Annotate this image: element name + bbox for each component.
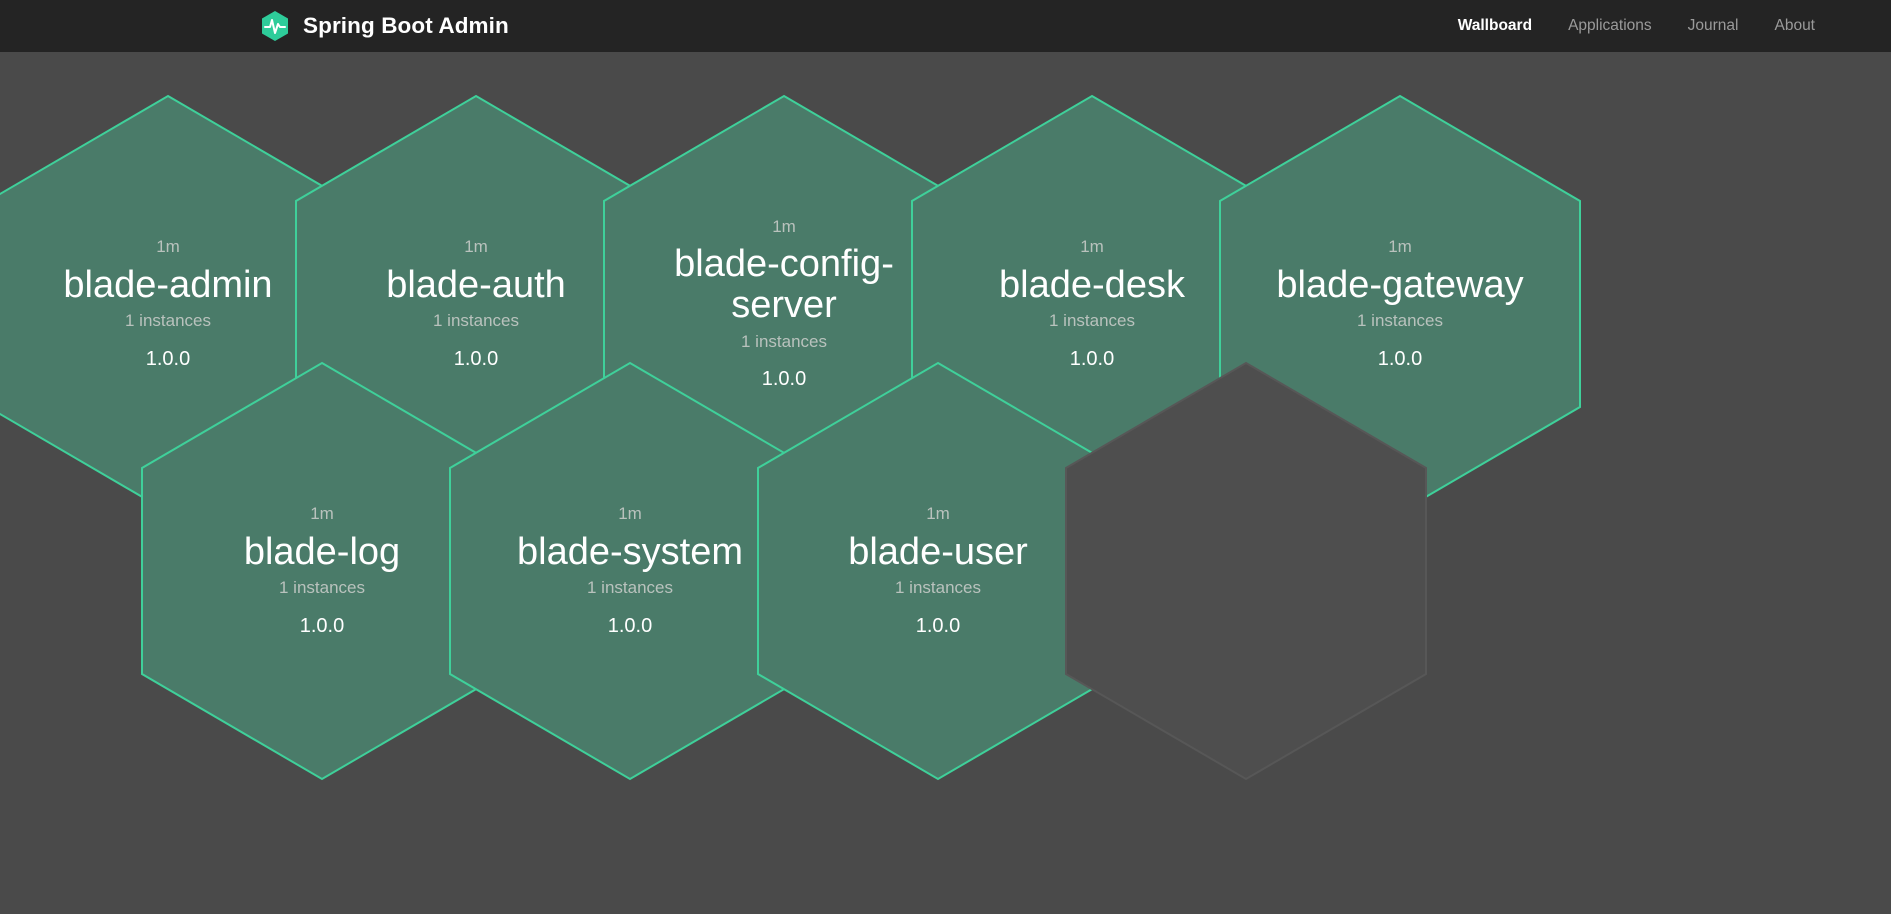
hexagon-grid: 1m blade-admin 1 instances 1.0.0 1m blade-aut… <box>0 52 1891 914</box>
heartbeat-hexagon-icon <box>258 9 292 43</box>
app-uptime: 1m <box>772 216 796 236</box>
app-uptime: 1m <box>1080 237 1104 257</box>
app-instance-count: 1 instances <box>279 578 365 598</box>
wallboard-panel: 1m blade-admin 1 instances 1.0.0 1m blade-aut… <box>0 52 1891 914</box>
app-instance-count: 1 instances <box>895 578 981 598</box>
app-title: Spring Boot Admin <box>303 13 509 38</box>
app-instance-count: 1 instances <box>1049 311 1135 331</box>
app-version: 1.0.0 <box>607 614 653 637</box>
hexagon-content: 1m blade-gateway 1 instances 1.0.0 <box>1216 93 1584 515</box>
hexagon-content: 1m blade-system 1 instances 1.0.0 <box>446 360 814 782</box>
app-uptime: 1m <box>1388 237 1412 257</box>
hexagon-content: 1m blade-auth 1 instances 1.0.0 <box>292 93 660 515</box>
app-uptime: 1m <box>618 504 642 524</box>
app-name: blade-desk <box>999 263 1185 306</box>
hexagon-placeholder <box>1062 360 1430 782</box>
nav-item-about[interactable]: About <box>1774 17 1815 34</box>
app-name: blade-log <box>243 530 401 573</box>
app-version: 1.0.0 <box>915 614 961 637</box>
app-version: 1.0.0 <box>453 347 499 370</box>
application-hexagon[interactable]: 1m blade-log 1 instances 1.0.0 <box>138 360 506 782</box>
brand-home-link[interactable]: Spring Boot Admin <box>258 9 509 43</box>
nav-item-journal[interactable]: Journal <box>1687 17 1739 34</box>
hexagon-shape <box>1065 361 1427 781</box>
app-name: blade-config-server <box>674 243 894 326</box>
nav-item-applications[interactable]: Applications <box>1568 17 1652 34</box>
app-version: 1.0.0 <box>1069 347 1115 370</box>
app-uptime: 1m <box>464 237 488 257</box>
hexagon-content: 1m blade-user 1 instances 1.0.0 <box>754 360 1122 782</box>
top-navbar: Spring Boot Admin Wallboard Applications… <box>0 0 1891 52</box>
app-version: 1.0.0 <box>761 368 807 391</box>
app-instance-count: 1 instances <box>125 311 211 331</box>
nav-item-wallboard[interactable]: Wallboard <box>1457 17 1533 34</box>
app-instance-count: 1 instances <box>433 311 519 331</box>
hexagon-content: 1m blade-log 1 instances 1.0.0 <box>138 360 506 782</box>
app-uptime: 1m <box>310 504 334 524</box>
app-instance-count: 1 instances <box>741 331 827 351</box>
app-instance-count: 1 instances <box>587 578 673 598</box>
hexagon-content: 1m blade-admin 1 instances 1.0.0 <box>0 93 352 515</box>
app-uptime: 1m <box>926 504 950 524</box>
hexagon-content: 1m blade-desk 1 instances 1.0.0 <box>908 93 1276 515</box>
main-nav: Wallboard Applications Journal About <box>1440 17 1833 35</box>
app-name: blade-auth <box>386 263 566 306</box>
app-name: blade-gateway <box>1276 263 1524 306</box>
app-version: 1.0.0 <box>1377 347 1423 370</box>
app-name: blade-system <box>517 530 743 573</box>
app-name: blade-user <box>848 530 1028 573</box>
app-name: blade-admin <box>63 263 273 306</box>
hexagon-content: 1m blade-config-server 1 instances 1.0.0 <box>600 93 968 515</box>
application-hexagon[interactable]: 1m blade-user 1 instances 1.0.0 <box>754 360 1122 782</box>
app-version: 1.0.0 <box>299 614 345 637</box>
app-uptime: 1m <box>156 237 180 257</box>
app-version: 1.0.0 <box>145 347 191 370</box>
app-instance-count: 1 instances <box>1357 311 1443 331</box>
